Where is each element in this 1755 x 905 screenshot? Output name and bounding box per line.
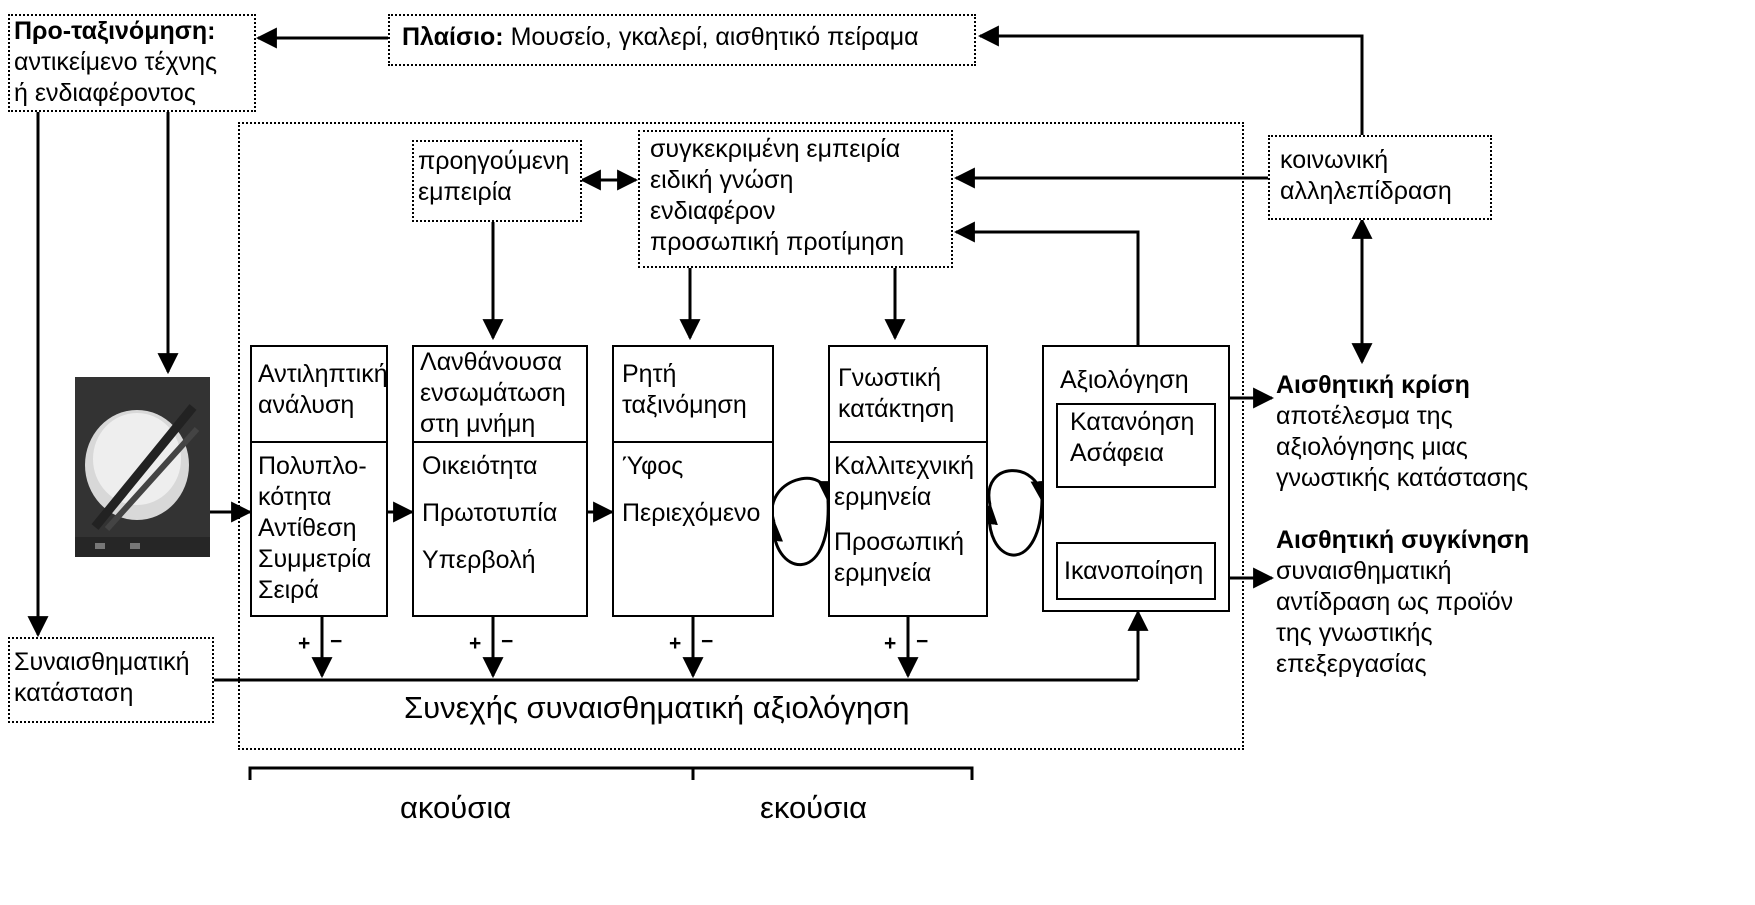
plus-sign: +: [669, 632, 682, 655]
expertise-line: ειδική γνώση: [650, 166, 794, 194]
plus-sign: +: [884, 632, 897, 655]
emotion-title: Αισθητική συγκίνηση: [1276, 526, 1530, 554]
judgment-line: αποτέλεσμα της: [1276, 402, 1453, 430]
social-line: κοινωνική: [1280, 146, 1389, 174]
stage-title-line: ανάλυση: [258, 391, 355, 419]
expertise-line: συγκεκριμένη εμπειρία: [650, 135, 901, 163]
expertise-line: προσωπική προτίμηση: [650, 228, 905, 256]
comprehension-ambiguity-box: Κατανόηση Ασάφεια: [1056, 403, 1216, 488]
preclassification-box: Προ-ταξινόμηση: αντικείμενο τέχνης ή ενδ…: [8, 14, 256, 112]
stage-item: Οικειότητα: [422, 452, 538, 480]
stage-item: Πολυπλο-: [258, 452, 367, 480]
stage-cognitive-mastering: Γνωστική κατάκτηση Καλλιτεχνική ερμηνεία…: [828, 345, 988, 617]
preclassification-label: Προ-ταξινόμηση:: [14, 17, 216, 45]
satisfaction-box: Ικανοποίηση: [1056, 542, 1216, 600]
stage-item: Ύφος: [622, 452, 684, 480]
emotional-state-line: Συναισθηματική: [14, 648, 190, 676]
stage-explicit-classification: Ρητή ταξινόμηση Ύφος Περιεχόμενο: [612, 345, 774, 617]
context-text: Μουσείο, γκαλερί, αισθητικό πείραμα: [503, 23, 919, 51]
stage-title-line: Γνωστική: [838, 364, 942, 392]
stage-title-line: στη μνήμη: [420, 410, 536, 438]
judgment-title: Αισθητική κρίση: [1276, 371, 1470, 399]
stage-item: Προσωπική: [834, 528, 964, 556]
stage-item: Συμμετρία: [258, 545, 372, 573]
judgment-line: γνωστικής κατάστασης: [1276, 464, 1529, 492]
stage-perceptual-analysis: Αντιληπτική ανάλυση Πολυπλο- κότητα Αντί…: [250, 345, 388, 617]
judgment-line: αξιολόγησης μιας: [1276, 433, 1468, 461]
plus-sign: +: [469, 632, 482, 655]
stage-item: κότητα: [258, 483, 332, 511]
minus-sign: −: [330, 630, 343, 653]
aesthetic-emotion: Αισθητική συγκίνηση συναισθηματική αντίδ…: [1276, 525, 1529, 680]
involuntary-label: ακούσια: [400, 790, 512, 825]
prior-experience-box: προηγούμενη εμπειρία: [412, 140, 582, 222]
stage-implicit-memory: Λανθάνουσα ενσωμάτωση στη μνήμη Οικειότη…: [412, 345, 588, 617]
stage-item: Υπερβολή: [422, 546, 536, 574]
minus-sign: −: [916, 630, 929, 653]
stage-title-line: ταξινόμηση: [622, 391, 747, 419]
voluntary-label: εκούσια: [760, 790, 868, 825]
satisfaction-label: Ικανοποίηση: [1064, 557, 1204, 585]
plus-sign: +: [298, 632, 311, 655]
stage-title-line: Ρητή: [622, 360, 677, 388]
evaluation-title: Αξιολόγηση: [1060, 366, 1189, 394]
stage-item: Σειρά: [258, 576, 319, 604]
stage-item: Πρωτοτυπία: [422, 499, 558, 527]
emotion-line: της γνωστικής: [1276, 619, 1433, 647]
context-label: Πλαίσιο:: [402, 23, 504, 51]
expertise-box: συγκεκριμένη εμπειρία ειδική γνώση ενδια…: [638, 130, 953, 268]
emotional-state-box: Συναισθηματική κατάσταση: [8, 637, 214, 723]
stage-title-line: ενσωμάτωση: [420, 379, 566, 407]
comprehension-label: Κατανόηση: [1070, 408, 1195, 436]
stage-item: Καλλιτεχνική: [834, 452, 974, 480]
processing-frame: [238, 122, 1244, 750]
stage-item: Περιεχόμενο: [622, 499, 761, 527]
emotion-line: αντίδραση ως προϊόν: [1276, 588, 1514, 616]
emotional-state-line: κατάσταση: [14, 679, 134, 707]
prior-experience-line: προηγούμενη: [418, 147, 570, 175]
minus-sign: −: [501, 630, 514, 653]
stage-title-line: κατάκτηση: [838, 395, 955, 423]
stage-item: Αντίθεση: [258, 514, 357, 542]
ambiguity-label: Ασάφεια: [1070, 439, 1164, 467]
expertise-line: ενδιαφέρον: [650, 197, 776, 225]
social-line: αλληλεπίδραση: [1280, 177, 1452, 205]
minus-sign: −: [701, 630, 714, 653]
artwork-image: [75, 377, 210, 557]
continuous-evaluation-label: Συνεχής συναισθηματική αξιολόγηση: [404, 690, 910, 725]
aesthetic-judgment: Αισθητική κρίση αποτέλεσμα της αξιολόγησ…: [1276, 370, 1528, 494]
preclassification-line: ή ενδιαφέροντος: [14, 79, 196, 107]
preclassification-line: αντικείμενο τέχνης: [14, 48, 218, 76]
stage-item: ερμηνεία: [834, 559, 932, 587]
stage-title-line: Αντιληπτική: [258, 360, 388, 388]
social-interaction-box: κοινωνική αλληλεπίδραση: [1268, 135, 1492, 220]
prior-experience-line: εμπειρία: [418, 178, 512, 206]
context-box: Πλαίσιο: Μουσείο, γκαλερί, αισθητικό πεί…: [388, 14, 976, 66]
stage-item: ερμηνεία: [834, 483, 932, 511]
emotion-line: επεξεργασίας: [1276, 650, 1427, 678]
emotion-line: συναισθηματική: [1276, 557, 1452, 585]
stage-title-line: Λανθάνουσα: [420, 348, 562, 376]
